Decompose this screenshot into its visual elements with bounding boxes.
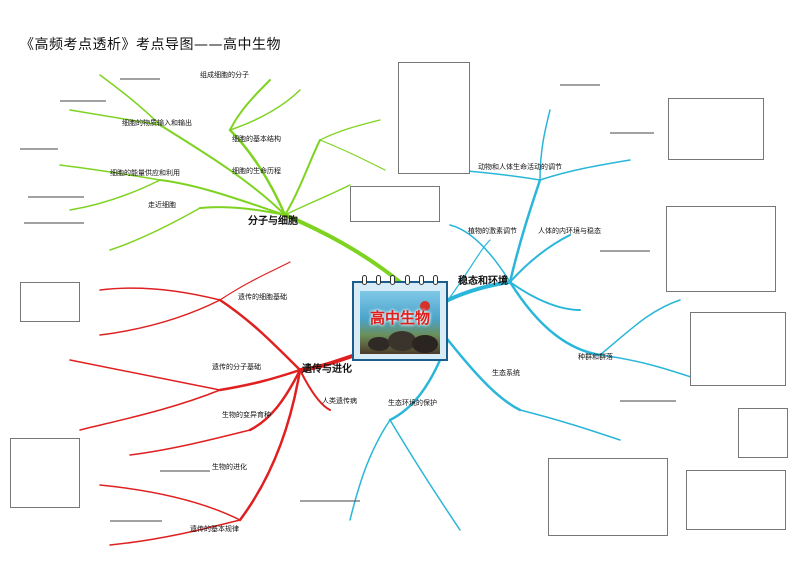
ring xyxy=(362,275,367,285)
ring xyxy=(432,275,438,285)
text-line xyxy=(610,132,654,134)
sub-label: 生物的进化 xyxy=(212,463,247,471)
detail-box-photosynthesis xyxy=(350,186,440,222)
detail-box-homeostasis xyxy=(690,312,786,386)
detail-box-neuron xyxy=(666,206,776,292)
sub-label: 细胞的物质输入和输出 xyxy=(122,119,192,127)
detail-box-mitosis xyxy=(20,282,80,322)
sub-label: 生物的变异育种 xyxy=(222,411,271,419)
green-branch-lines xyxy=(59,74,402,284)
ring xyxy=(418,275,424,285)
sub-label: 动物和人体生命活动的调节 xyxy=(478,163,562,171)
branch-label-molecule: 分子与细胞 xyxy=(248,216,298,227)
central-title: 高中生物 xyxy=(369,309,430,327)
sub-label: 生态系统 xyxy=(492,369,520,377)
ring xyxy=(390,275,396,285)
text-line xyxy=(160,470,210,472)
detail-box-graph xyxy=(738,408,788,458)
text-line xyxy=(560,84,600,86)
binder-rings xyxy=(362,275,438,285)
sub-label: 人类遗传病 xyxy=(322,397,357,405)
text-line xyxy=(110,520,162,522)
text-line xyxy=(300,500,360,502)
text-line xyxy=(28,196,84,198)
detail-box-ecosystem xyxy=(548,458,668,536)
detail-box-pyramid xyxy=(686,470,786,530)
detail-box-genetics xyxy=(10,438,80,508)
ring xyxy=(404,275,410,285)
sub-label: 遗传的分子基础 xyxy=(212,363,261,371)
sub-label: 细胞的基本结构 xyxy=(232,135,281,143)
detail-box-plant-cell xyxy=(668,98,764,160)
central-topic-card: 高中生物 xyxy=(352,275,448,361)
text-line xyxy=(120,78,160,80)
page-title: 《高频考点透析》考点导图——高中生物 xyxy=(20,37,281,53)
text-line xyxy=(600,250,650,252)
sub-label: 植物的激素调节 xyxy=(468,227,517,235)
sub-label: 走近细胞 xyxy=(148,201,176,209)
ring xyxy=(376,275,382,285)
stone xyxy=(388,331,416,351)
branch-label-heredity: 遗传与进化 xyxy=(302,364,352,375)
detail-box-membrane xyxy=(398,62,470,174)
stones-photo xyxy=(360,291,440,354)
text-line xyxy=(620,400,676,402)
stone xyxy=(420,301,430,311)
sub-label: 遗传的细胞基础 xyxy=(238,293,287,301)
sub-label: 种群和群落 xyxy=(578,353,613,361)
text-line xyxy=(20,148,58,150)
sub-label: 组成细胞的分子 xyxy=(200,71,249,79)
sub-label: 细胞的生命历程 xyxy=(232,167,281,175)
stone xyxy=(412,335,438,353)
sub-label: 遗传的基本规律 xyxy=(190,525,239,533)
sub-label: 人体的内环境与稳态 xyxy=(538,227,601,235)
text-line xyxy=(60,100,106,102)
sub-label: 细胞的能量供应和利用 xyxy=(110,169,180,177)
branch-label-homeostasis: 稳态和环境 xyxy=(458,276,508,287)
red-branch-lines xyxy=(69,261,372,546)
sub-label: 生态环境的保护 xyxy=(388,399,437,407)
stone xyxy=(368,337,390,351)
text-line xyxy=(24,222,84,224)
